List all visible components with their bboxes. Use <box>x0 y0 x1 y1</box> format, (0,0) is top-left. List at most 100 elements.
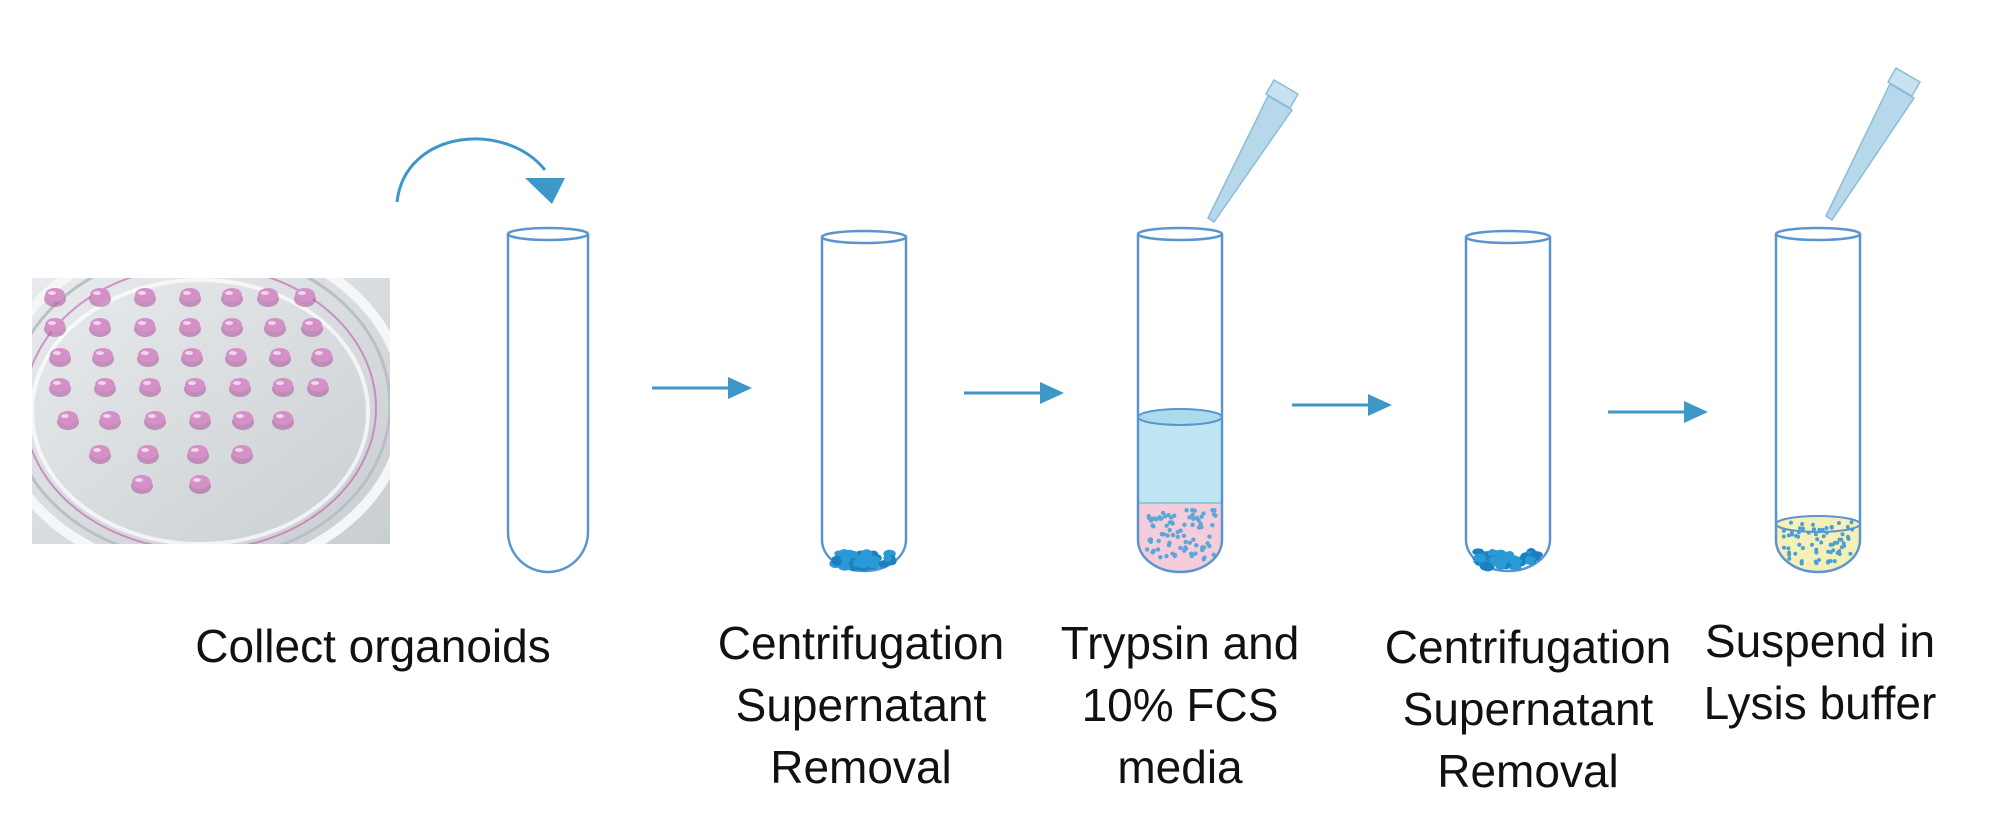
caption-line: Supernatant <box>718 674 1004 736</box>
cell-dot <box>1800 522 1804 526</box>
cell-dot <box>1190 508 1194 512</box>
caption-line: Removal <box>718 736 1004 798</box>
culture-dish-photo-icon <box>0 237 405 573</box>
cell-dot <box>1165 524 1169 528</box>
organoid-drop <box>301 318 323 337</box>
cell-dot <box>1814 561 1818 565</box>
cell-dot <box>1178 546 1182 550</box>
cell-dot <box>1807 531 1811 535</box>
right-arrow-icon <box>1292 394 1392 416</box>
cell-dot <box>1833 559 1837 563</box>
pellet-cell <box>1489 556 1498 564</box>
cell-dot <box>1201 511 1205 515</box>
organoid-drop <box>187 445 209 464</box>
cell-dot <box>1825 526 1829 530</box>
caption-centrifugation-1: Centrifugation Supernatant Removal <box>718 612 1004 798</box>
cell-dot <box>1182 523 1186 527</box>
organoid-drop <box>57 411 79 430</box>
cell-dot <box>1830 525 1834 529</box>
cell-dot <box>1829 550 1833 554</box>
pipette-tip-icon <box>1208 80 1298 222</box>
test-tube-icon <box>1138 228 1222 572</box>
pellet-cell <box>1525 556 1535 565</box>
cell-dot <box>1797 530 1801 534</box>
organoid-drop <box>184 378 206 397</box>
cell-dot <box>1817 528 1821 532</box>
organoid-drop <box>137 445 159 464</box>
cell-dot <box>1782 529 1786 533</box>
test-tube-icon <box>822 231 906 571</box>
caption-centrifugation-2: Centrifugation Supernatant Removal <box>1385 616 1671 802</box>
organoid-drop <box>181 348 203 367</box>
cell-dot <box>1184 508 1188 512</box>
test-tube-icon <box>1776 228 1860 572</box>
caption-line: media <box>1061 736 1300 798</box>
cell-dot <box>1202 556 1206 560</box>
organoid-drop <box>225 348 247 367</box>
cell-dot <box>1815 537 1819 541</box>
cell-dot <box>1826 559 1830 563</box>
cell-dot <box>1782 546 1786 550</box>
organoid-drop <box>221 288 243 307</box>
organoid-drop <box>232 411 254 430</box>
organoid-drop <box>49 378 71 397</box>
caption-line: Supernatant <box>1385 678 1671 740</box>
cell-dot <box>1846 525 1850 529</box>
cell-dot <box>1151 549 1155 553</box>
organoid-drop <box>189 411 211 430</box>
cell-dot <box>1188 541 1192 545</box>
cell-pellet <box>829 549 896 571</box>
cell-dot <box>1172 514 1176 518</box>
caption-line: 10% FCS <box>1061 674 1300 736</box>
cell-dot <box>1191 513 1195 517</box>
organoid-drop <box>99 411 121 430</box>
cell-dot <box>1819 541 1823 545</box>
pellet-cell <box>883 555 892 562</box>
cell-dot <box>1825 531 1829 535</box>
cell-dot <box>1212 508 1216 512</box>
cell-dot <box>1171 521 1175 525</box>
pellet-cell <box>853 561 863 567</box>
organoid-drop <box>311 348 333 367</box>
cell-dot <box>1189 552 1193 556</box>
pipette-tip-icon <box>1826 68 1920 220</box>
organoid-drop <box>179 318 201 337</box>
right-arrow-icon <box>652 377 752 399</box>
organoid-drop <box>272 378 294 397</box>
caption-line: Centrifugation <box>718 612 1004 674</box>
caption-lysis: Suspend in Lysis buffer <box>1704 610 1937 734</box>
cell-dot <box>1194 543 1198 547</box>
cell-dot <box>1801 546 1805 550</box>
pellet-cell <box>867 562 879 569</box>
cell-dot <box>1182 534 1186 538</box>
cell-dot <box>1822 534 1826 538</box>
pellet-cell <box>1495 563 1506 570</box>
cell-dot <box>1167 541 1171 545</box>
cell-dot <box>1164 554 1168 558</box>
organoid-drop <box>231 445 253 464</box>
cell-dot <box>1787 553 1791 557</box>
organoid-drop <box>137 348 159 367</box>
cell-dot <box>1156 547 1160 551</box>
organoid-drop <box>179 288 201 307</box>
caption-line: Removal <box>1385 740 1671 802</box>
cell-dot <box>1814 548 1818 552</box>
test-tube-icon <box>508 228 588 572</box>
organoid-drop <box>134 318 156 337</box>
caption-line: Centrifugation <box>1385 616 1671 678</box>
cell-dot <box>1171 533 1175 537</box>
cell-dot <box>1846 535 1850 539</box>
test-tube-icon <box>1466 231 1550 571</box>
cell-dot <box>1837 521 1841 525</box>
cell-dot <box>1200 548 1204 552</box>
organoid-drop <box>307 378 329 397</box>
cell-dot <box>1149 540 1153 544</box>
organoid-drop <box>92 348 114 367</box>
cell-dot <box>1850 520 1854 524</box>
cell-dot <box>1176 535 1180 539</box>
cell-dot <box>1145 547 1149 551</box>
cell-dot <box>1190 523 1194 527</box>
cell-dot <box>1787 557 1791 561</box>
right-arrow-icon <box>1608 401 1708 423</box>
cell-dot <box>1794 534 1798 538</box>
